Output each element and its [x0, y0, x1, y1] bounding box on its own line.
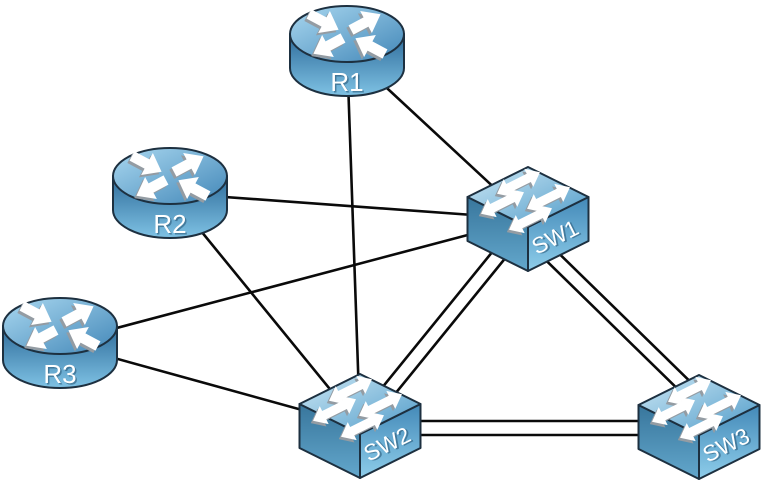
- switch-icon: [466, 166, 590, 272]
- traffic-arrow-icon: [341, 411, 384, 441]
- traffic-arrow-icon: [668, 376, 711, 406]
- traffic-arrow-icon: [178, 176, 211, 201]
- traffic-arrow-icon: [136, 175, 169, 200]
- traffic-arrow-icon: [61, 302, 94, 327]
- traffic-arrow-icon: [129, 151, 162, 176]
- device-label-shadow: R2: [155, 211, 188, 241]
- traffic-arrow-icon: [26, 325, 59, 350]
- traffic-arrow-icon: [313, 33, 346, 58]
- traffic-arrow-icon: [329, 375, 372, 405]
- traffic-arrow-icon: [497, 168, 540, 198]
- link-R3-SW1: [58, 217, 530, 345]
- link-R1-SW2: [345, 49, 362, 428]
- traffic-arrow-icon: [481, 188, 524, 218]
- router-icon: [289, 5, 405, 97]
- traffic-arrow-icon: [68, 326, 101, 351]
- device-label-shadow: R1: [332, 69, 365, 99]
- switch-icon: [298, 373, 422, 479]
- device-label-shadow: R3: [45, 361, 78, 391]
- device-label: R1: [330, 67, 363, 97]
- traffic-arrow-icon: [527, 183, 570, 213]
- link-SW1-SW3-a: [531, 226, 706, 397]
- traffic-arrow-icon: [313, 395, 356, 425]
- traffic-arrow-icon: [698, 391, 741, 421]
- traffic-arrow-icon: [355, 34, 388, 59]
- traffic-arrow-icon: [652, 396, 695, 426]
- device-label: R2: [153, 209, 186, 239]
- traffic-arrow-icon: [171, 152, 204, 177]
- traffic-arrow-icon: [348, 10, 381, 35]
- traffic-arrow-icon: [680, 412, 723, 442]
- device-label: R3: [43, 359, 76, 389]
- router-icon: [2, 297, 118, 389]
- router-icon: [112, 147, 228, 239]
- traffic-arrow-icon: [359, 390, 402, 420]
- links-layer: [58, 49, 706, 437]
- traffic-arrow-icon: [509, 204, 552, 234]
- switch-icon: [637, 374, 761, 480]
- link-SW1-SW3-b: [521, 236, 696, 407]
- traffic-arrow-icon: [19, 301, 52, 326]
- traffic-arrow-icon: [306, 9, 339, 34]
